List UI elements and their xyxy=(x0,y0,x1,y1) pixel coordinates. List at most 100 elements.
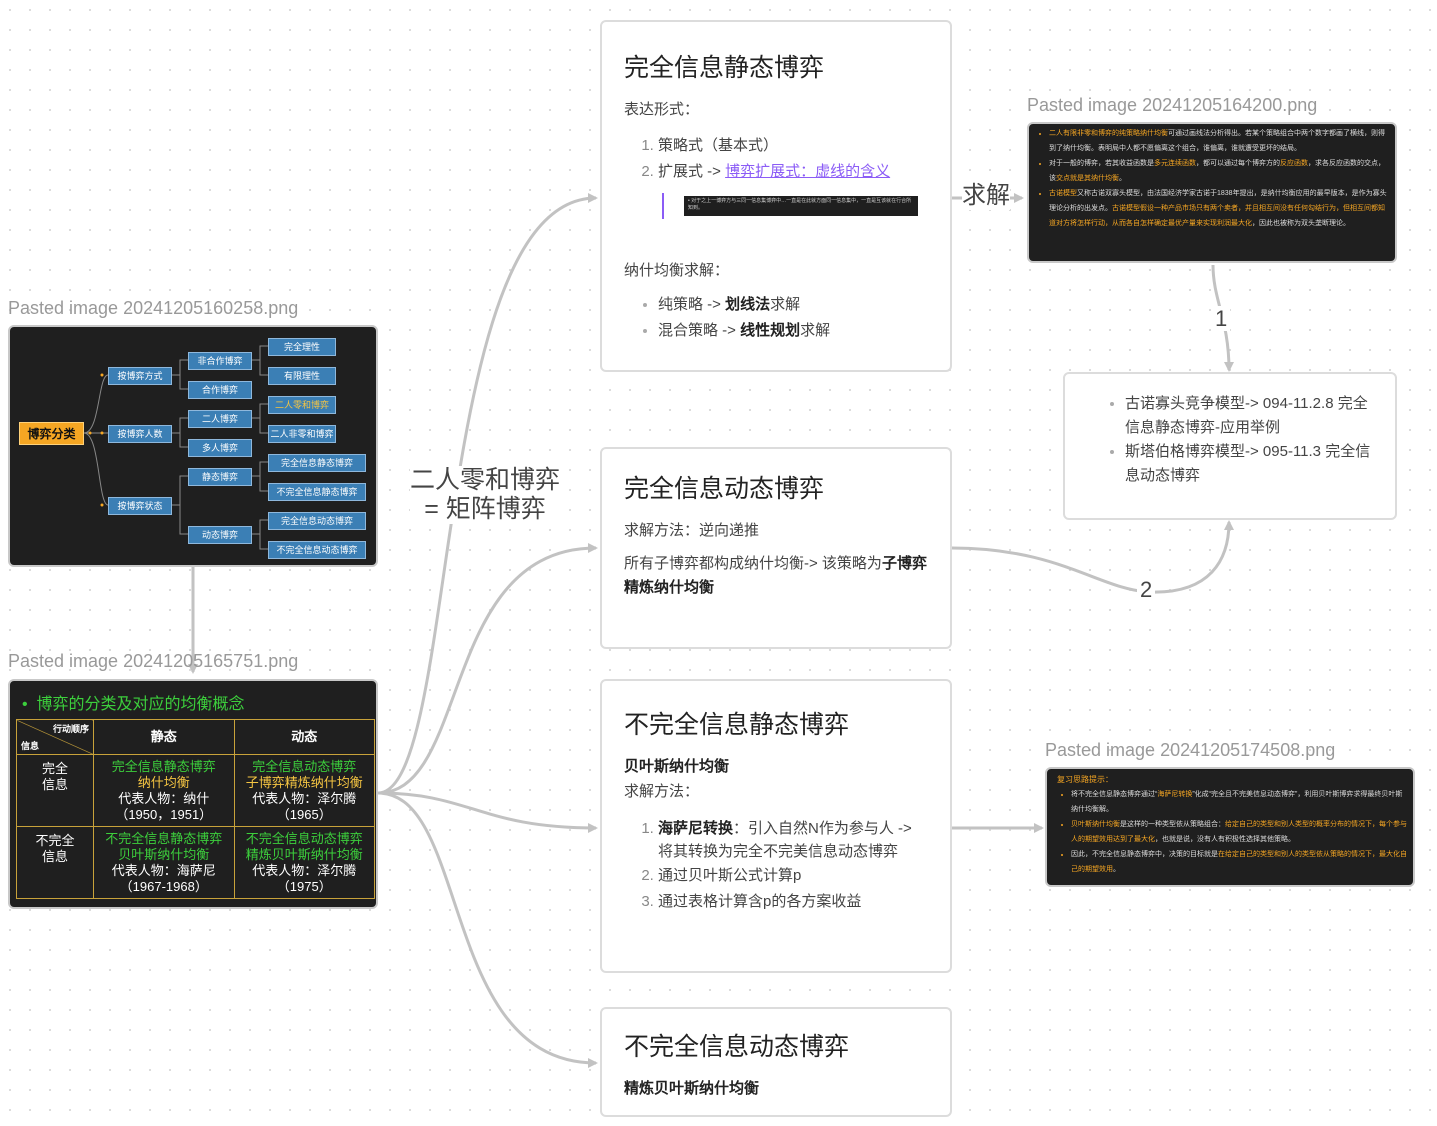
cell-text: （1967-1968） xyxy=(119,878,208,894)
pure-bold: 划线法 xyxy=(725,296,771,313)
taxonomy-l3-node: 完全信息静态博弈 xyxy=(268,454,366,472)
cell-static-complete: 完全信息静态博弈 纳什均衡 代表人物：纳什 （1950，1951） xyxy=(93,754,235,827)
refined-bayes-bold: 精炼贝叶斯纳什均衡 xyxy=(624,1080,760,1097)
image-taxonomy[interactable]: 博弈分类 按博弈方式 按博弈人数 按博弈状态 非合作博弈 合作博弈 二人博弈 多… xyxy=(8,325,378,567)
solve-text-2f: 交点就是其纳什均衡 xyxy=(1056,175,1119,182)
examples-list: 古诺寡头竞争模型-> 094-11.2.8 完全信息静态博弈-应用举例 斯塔伯格… xyxy=(1087,392,1373,488)
solve-text: 二人有限非零和博弈的纯策略纳什均衡可通过画线法分析得出。若某个策略组合中两个数字… xyxy=(1035,126,1391,231)
image-review[interactable]: 复习思路提示： 将不完全信息静态博弈通过“海萨尼转换”化成“完全且不完美信息动态… xyxy=(1045,767,1415,887)
table-image-title-text: 博弈的分类及对应的均衡概念 xyxy=(36,696,245,713)
edge-dynamic-to-examples xyxy=(951,520,1234,594)
solve-item: 古诺模型又称古诺双寡头模型，由法国经济学家古诺于1838年提出，是纳什均衡应用的… xyxy=(1049,186,1391,231)
review-text-2c: 给定自己的类型和别人类型的概率分布的情况下，每个参与人的期望效用达到了最大化 xyxy=(1071,821,1407,843)
method-steps: 海萨尼转换：引入自然N作为参与人 -> 将其转换为完全不完美信息动态博弈 通过贝… xyxy=(624,817,928,915)
taxonomy-l3-node: 不完全信息静态博弈 xyxy=(268,483,366,501)
review-text-2a: 贝叶斯纳什均衡 xyxy=(1071,821,1120,828)
embedded-image-text: • 对于之上一博弈方与三同一信息集博弈中…一直是在此就方面同一信息集中，一直是互… xyxy=(688,198,912,211)
edge-table-to-dynamic-incomplete xyxy=(377,791,598,1068)
list-item-prefix: 扩展式 -> xyxy=(658,163,726,180)
solve-text-1a: 二人有限非零和博弈的纯策略纳什均衡 xyxy=(1049,130,1168,137)
cell-text: 完全信息动态博弈 xyxy=(252,758,357,774)
edge-label-zero-sum: 二人零和博弈 = 矩阵博弈 xyxy=(410,466,561,524)
card-dynamic-complete[interactable]: 完全信息动态博弈 求解方法：逆向递推 所有子博弈都构成纳什均衡-> 该策略为子博… xyxy=(600,447,952,649)
pure-prefix: 纯策略 -> xyxy=(658,296,726,313)
cell-text: 精炼贝叶斯纳什均衡 xyxy=(245,846,363,862)
bold-line: 贝叶斯纳什均衡 xyxy=(624,755,928,776)
taxonomy-l2-node: 二人博弈 xyxy=(188,410,252,428)
method-text: 求解方法：逆向递推 xyxy=(624,522,760,539)
bullet-icon: • xyxy=(22,696,37,713)
cell-text: 代表人物：海萨尼 xyxy=(111,862,216,878)
card-title: 不完全信息静态博弈 xyxy=(624,711,850,739)
mixed-prefix: 混合策略 -> xyxy=(658,322,741,339)
taxonomy-l3-node: 有限理性 xyxy=(268,367,336,385)
review-text-1c: ”化成“完全且不完美信息动态博弈”，利用贝叶斯博弈求得最终贝叶斯纳什均衡解。 xyxy=(1071,791,1403,813)
taxonomy-l3-node: 不完全信息动态博弈 xyxy=(268,541,366,559)
solve-text-2g: 。 xyxy=(1119,175,1126,182)
image-filename-review[interactable]: Pasted image 20241205174508.png xyxy=(1045,740,1336,760)
solve-text-2e: ，求各反应函数的交点，该 xyxy=(1049,160,1385,182)
solve-text-3d: ，因此也被称为双头垄断理论。 xyxy=(1252,220,1350,227)
review-list: 将不完全信息静态博弈通过“海萨尼转换”化成“完全且不完美信息动态博弈”，利用贝叶… xyxy=(1057,787,1409,877)
list-item: 斯塔伯格博弈模型-> 095-11.3 完全信息动态博弈 xyxy=(1125,440,1373,488)
step1-bold: 海萨尼转换 xyxy=(658,820,734,837)
list-item: 策略式（基本式） xyxy=(658,133,928,159)
card-static-complete[interactable]: 完全信息静态博弈 表达形式： 策略式（基本式） 扩展式 -> 博弈扩展式：虚线的… xyxy=(600,20,952,372)
equilibrium-text: 所有子博弈都构成纳什均衡-> 该策略为子博弈精炼纳什均衡 xyxy=(624,552,928,600)
edge-table-to-dynamic-complete xyxy=(377,543,598,795)
mixed-bold: 线性规划 xyxy=(740,322,801,339)
card-title: 不完全信息动态博弈 xyxy=(624,1033,850,1061)
solve-text-1b: 可通过画线法分析得出。若某个策略组合中两个数字都画了横线，则得到了纳什均衡。表明… xyxy=(1049,130,1385,152)
review-item: 因此，不完全信息静态博弈中，决策的目标就是在给定自己的类型和别人的类型依从策略的… xyxy=(1071,847,1409,877)
mixed-suffix: 求解 xyxy=(800,322,831,339)
edge-label-zero-sum-line1: 二人零和博弈 xyxy=(410,466,561,494)
card-dynamic-incomplete[interactable]: 不完全信息动态博弈 精炼贝叶斯纳什均衡 xyxy=(600,1007,952,1117)
embedded-image[interactable]: • 对于之上一博弈方与三同一信息集博弈中…一直是在此就方面同一信息集中，一直是互… xyxy=(684,196,918,216)
review-text-3a: 因此，不完全信息静态博弈中，决策的目标就是 xyxy=(1071,851,1218,858)
nash-list: 纯策略 -> 划线法求解 混合策略 -> 线性规划求解 xyxy=(624,292,928,344)
card-static-incomplete[interactable]: 不完全信息静态博弈 贝叶斯纳什均衡 求解方法： 海萨尼转换：引入自然N作为参与人… xyxy=(600,679,952,973)
list-item: 通过贝叶斯公式计算p xyxy=(658,863,928,889)
list-item: 混合策略 -> 线性规划求解 xyxy=(658,318,928,344)
taxonomy-root: 博弈分类 xyxy=(19,422,84,445)
table-image-title: • 博弈的分类及对应的均衡概念 xyxy=(22,690,245,714)
list-item: 古诺寡头竞争模型-> 094-11.2.8 完全信息静态博弈-应用举例 xyxy=(1125,392,1373,440)
image-filename-taxonomy[interactable]: Pasted image 20241205160258.png xyxy=(8,298,299,318)
edge-label-1: 1 xyxy=(1212,306,1231,332)
solve-item: 二人有限非零和博弈的纯策略纳什均衡可通过画线法分析得出。若某个策略组合中两个数字… xyxy=(1049,126,1391,156)
nash-label: 纳什均衡求解： xyxy=(624,262,730,279)
taxonomy-l3-node: 完全理性 xyxy=(268,338,336,356)
review-text-3b: 在给定自己的类型和别人的类型依从策略的情况下，最大化自己的期望效用 xyxy=(1071,851,1407,873)
cell-text: 完全信息静态博弈 xyxy=(111,758,216,774)
image-filename-table[interactable]: Pasted image 20241205165751.png xyxy=(8,651,299,671)
taxonomy-connectors xyxy=(83,345,268,550)
image-table[interactable]: • 博弈的分类及对应的均衡概念 行动顺序 信息 静态 动态 完全 信息 完全信息… xyxy=(8,679,378,909)
card-title: 完全信息动态博弈 xyxy=(624,475,825,503)
col-header-static: 静态 xyxy=(93,719,235,755)
solve-text-3c: 古诺模型假设一种产品市场只有两个卖者，并且相互间没有任何勾结行为，但相互间都知道… xyxy=(1049,205,1385,227)
taxonomy-l2-node: 非合作博弈 xyxy=(188,352,252,370)
card-examples[interactable]: 古诺寡头竞争模型-> 094-11.2.8 完全信息静态博弈-应用举例 斯塔伯格… xyxy=(1063,372,1397,520)
cell-text: 代表人物：泽尔腾 xyxy=(252,790,357,806)
list-item: 扩展式 -> 博弈扩展式：虚线的含义 xyxy=(658,159,928,185)
solve-text-3a: 古诺模型 xyxy=(1049,190,1077,197)
image-filename-solve[interactable]: Pasted image 20241205164200.png xyxy=(1027,95,1318,115)
image-solve[interactable]: 二人有限非零和博弈的纯策略纳什均衡可通过画线法分析得出。若某个策略组合中两个数字… xyxy=(1027,122,1397,263)
edge-label-solve: 求解 xyxy=(962,182,1010,210)
edge-label-zero-sum-line2: = 矩阵博弈 xyxy=(424,494,546,523)
review-title: 复习思路提示： xyxy=(1057,775,1113,784)
taxonomy-l1-node: 按博弈方式 xyxy=(108,367,172,385)
edge-table-to-static-incomplete xyxy=(377,791,598,833)
cell-text: 子博弈精炼纳什均衡 xyxy=(245,774,363,790)
table-corner-cell: 行动顺序 信息 xyxy=(16,719,94,755)
solve-text-2a: 对于一般的博弈，若其收益函数是 xyxy=(1049,160,1154,167)
cell-text: （1950，1951） xyxy=(115,806,213,822)
review-text-2d: ，也就是说，没有人有积极性选择其他策略。 xyxy=(1155,836,1295,843)
extensive-form-link[interactable]: 博弈扩展式：虚线的含义 xyxy=(725,163,891,180)
review-item: 将不完全信息静态博弈通过“海萨尼转换”化成“完全且不完美信息动态博弈”，利用贝叶… xyxy=(1071,787,1409,817)
review-text-2b: 是这样的一种类型依从策略组合： xyxy=(1120,821,1225,828)
list-item: 纯策略 -> 划线法求解 xyxy=(658,292,928,318)
cell-text: 代表人物：泽尔腾 xyxy=(252,862,357,878)
review-text: 复习思路提示： 将不完全信息静态博弈通过“海萨尼转换”化成“完全且不完美信息动态… xyxy=(1057,772,1409,877)
bayes-nash-bold: 贝叶斯纳什均衡 xyxy=(624,758,730,775)
